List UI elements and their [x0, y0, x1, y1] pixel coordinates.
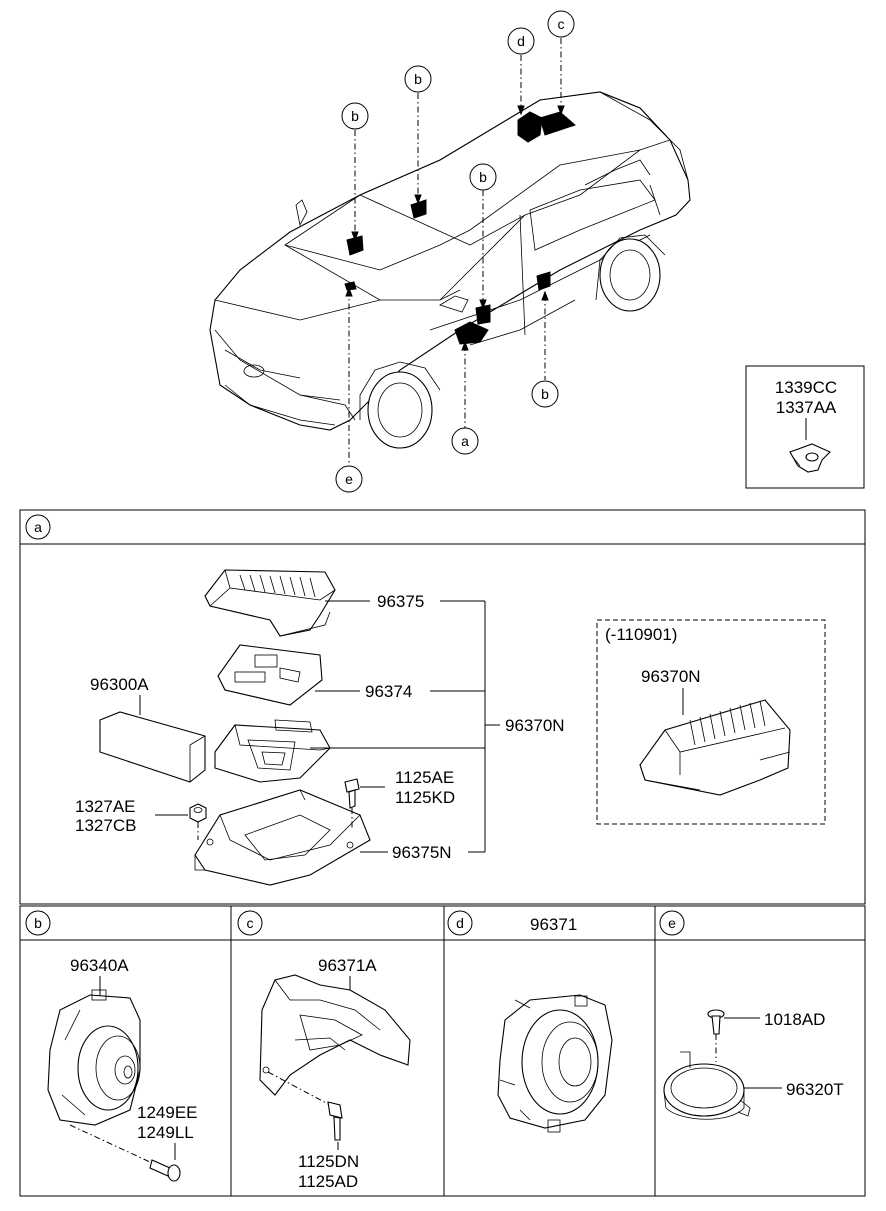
section-c: c 96371A 1125DN 1125AD [230, 905, 445, 1197]
amplifier-board-icon [217, 644, 323, 706]
part-number-96371A: 96371A [318, 956, 377, 975]
part-number-96340A: 96340A [70, 956, 129, 975]
cover-icon [99, 711, 206, 783]
clip-icon [789, 443, 831, 473]
part-number-96370N-variant: 96370N [641, 667, 701, 686]
callout-label: d [517, 33, 525, 49]
bracket-icon [194, 789, 371, 886]
part-number-1125AD: 1125AD [298, 1172, 358, 1191]
screw-e-icon [707, 1009, 725, 1035]
part-number-96300A: 96300A [90, 675, 149, 694]
callout-label: b [351, 108, 359, 124]
speaker-icon [47, 989, 141, 1126]
callout-label: a [461, 433, 469, 449]
part-number-1249LL: 1249LL [137, 1123, 194, 1142]
callout-b-door-rear: b [531, 380, 559, 408]
speaker-d-icon [497, 994, 613, 1133]
variant-note: (-110901) [605, 625, 677, 644]
callout-label: e [345, 471, 353, 487]
section-b: b 96340A 1249EE 1249LL [19, 905, 232, 1197]
amplifier-frame-icon [214, 719, 331, 783]
tweeter-icon [663, 1051, 751, 1120]
callout-label: b [414, 71, 422, 87]
amplifier-case-icon [204, 569, 336, 637]
part-number-1018AD: 1018AD [764, 1010, 825, 1029]
callout-label: b [541, 386, 549, 402]
amplifier-variant-icon [639, 699, 791, 796]
part-number-1249EE: 1249EE [137, 1103, 198, 1122]
nut-icon [189, 803, 207, 823]
section-a-letter: a [34, 519, 42, 535]
callout-c-rear: c [547, 10, 575, 38]
part-number-96375N: 96375N [392, 843, 452, 862]
section-e-letter: e [668, 915, 676, 931]
callout-b-roof-front: b [341, 102, 369, 130]
screw-icon [149, 1159, 181, 1182]
section-e: e 1018AD 96320T [654, 905, 866, 1197]
part-number-clip-2: 1337AA [776, 398, 837, 417]
variant-box: (-110901) 96370N [596, 619, 826, 825]
part-number-1125AE: 1125AE [395, 768, 454, 787]
part-number-96371: 96371 [530, 915, 577, 934]
part-number-clip-1: 1339CC [775, 378, 837, 397]
part-number-1125DN: 1125DN [298, 1152, 359, 1171]
part-number-96375: 96375 [377, 592, 424, 611]
callout-b-door-front: b [469, 163, 497, 191]
part-number-96320T: 96320T [786, 1080, 844, 1099]
section-a: a 96375 96374 [19, 509, 866, 905]
callout-d-rear: d [507, 27, 535, 55]
section-d: d 96371 [443, 905, 656, 1197]
callout-label: b [479, 169, 487, 185]
part-number-1125KD: 1125KD [395, 788, 455, 807]
bracket-c-icon [259, 974, 411, 1096]
part-number-1327CB: 1327CB [75, 816, 136, 835]
bolt-icon [344, 778, 360, 809]
callout-b-roof-mid: b [404, 65, 432, 93]
section-c-letter: c [247, 915, 254, 931]
section-d-letter: d [456, 915, 464, 931]
part-number-1327AE: 1327AE [75, 797, 136, 816]
callout-label: c [558, 16, 565, 32]
callout-e-tweeter: e [335, 465, 363, 493]
part-number-96374: 96374 [365, 682, 412, 701]
bolt-c-icon [327, 1101, 343, 1141]
car-overview-illustration [209, 38, 691, 465]
section-b-letter: b [34, 915, 42, 931]
callout-a-amp: a [451, 427, 479, 455]
clip-detail-box: 1339CC 1337AA [745, 365, 865, 489]
part-number-96370N: 96370N [505, 716, 565, 735]
